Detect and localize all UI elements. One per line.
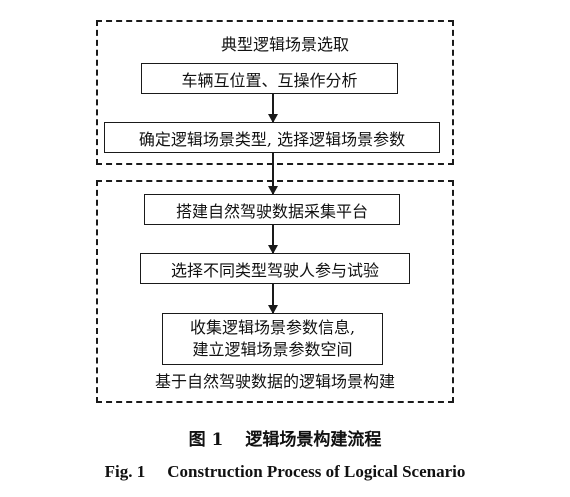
caption-cn-label: 图 1 <box>188 430 224 450</box>
flow-arrow <box>268 153 278 195</box>
figure-caption-chinese: 图 1 逻辑场景构建流程 <box>0 425 570 450</box>
step-select-drivers: 选择不同类型驾驶人参与试验 <box>140 253 410 284</box>
caption-en-title: Construction Process of Logical Scenario <box>167 462 466 481</box>
step-label: 确定逻辑场景类型, 选择逻辑场景参数 <box>138 129 406 149</box>
caption-cn-title: 逻辑场景构建流程 <box>245 430 382 450</box>
figure-caption-english: Fig. 1 Construction Process of Logical Sc… <box>0 462 570 482</box>
step-label: 搭建自然驾驶数据采集平台 <box>175 201 368 221</box>
step-label: 选择不同类型驾驶人参与试验 <box>170 260 379 280</box>
typical-scenario-selection-group <box>96 20 454 165</box>
step-label: 车辆互位置、互操作分析 <box>181 70 358 90</box>
step-label-line1: 收集逻辑场景参数信息, <box>189 318 356 337</box>
natural-driving-construction-group <box>96 180 454 403</box>
caption-en-label: Fig. 1 <box>104 462 146 481</box>
step-vehicle-interaction-analysis: 车辆互位置、互操作分析 <box>141 63 398 94</box>
step-build-collection-platform: 搭建自然驾驶数据采集平台 <box>144 194 400 225</box>
flow-arrow <box>268 94 278 123</box>
bottom-group-title: 基于自然驾驶数据的逻辑场景构建 <box>154 372 395 391</box>
top-group-title: 典型逻辑场景选取 <box>220 35 349 54</box>
step-label-line2: 建立逻辑场景参数空间 <box>192 340 353 359</box>
flow-arrow <box>268 225 278 254</box>
flow-arrow <box>268 284 278 314</box>
step-build-parameter-space: 收集逻辑场景参数信息, 建立逻辑场景参数空间 <box>162 313 383 365</box>
step-determine-scenario-type: 确定逻辑场景类型, 选择逻辑场景参数 <box>104 122 440 153</box>
